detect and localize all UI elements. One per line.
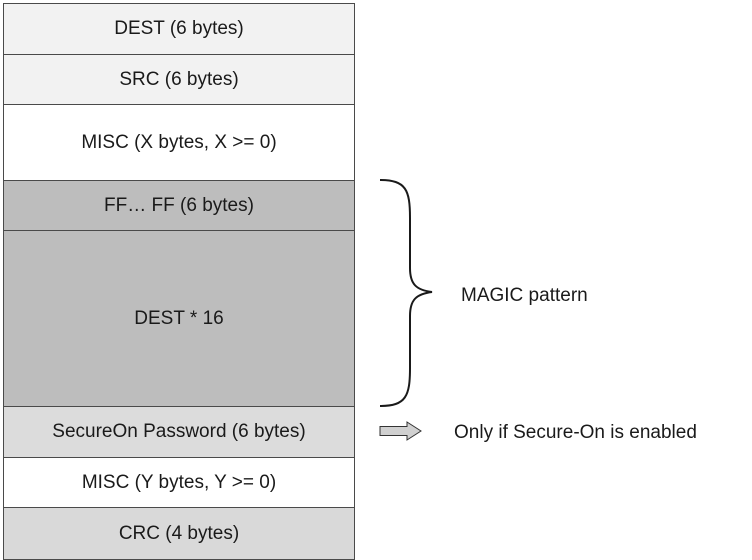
field-dest-repeated: DEST * 16 xyxy=(4,231,354,407)
right-arrow-icon xyxy=(379,421,422,441)
curly-brace-icon xyxy=(379,179,433,407)
magic-pattern-label: MAGIC pattern xyxy=(461,285,588,306)
secure-on-note: Only if Secure-On is enabled xyxy=(454,422,697,443)
field-crc: CRC (4 bytes) xyxy=(4,508,354,559)
field-dest: DEST (6 bytes) xyxy=(4,4,354,55)
field-src: SRC (6 bytes) xyxy=(4,55,354,105)
field-secureon-password: SecureOn Password (6 bytes) xyxy=(4,407,354,458)
field-misc-x: MISC (X bytes, X >= 0) xyxy=(4,105,354,181)
packet-field-stack: DEST (6 bytes) SRC (6 bytes) MISC (X byt… xyxy=(3,3,355,560)
field-misc-y: MISC (Y bytes, Y >= 0) xyxy=(4,458,354,508)
field-sync-stream: FF… FF (6 bytes) xyxy=(4,181,354,231)
